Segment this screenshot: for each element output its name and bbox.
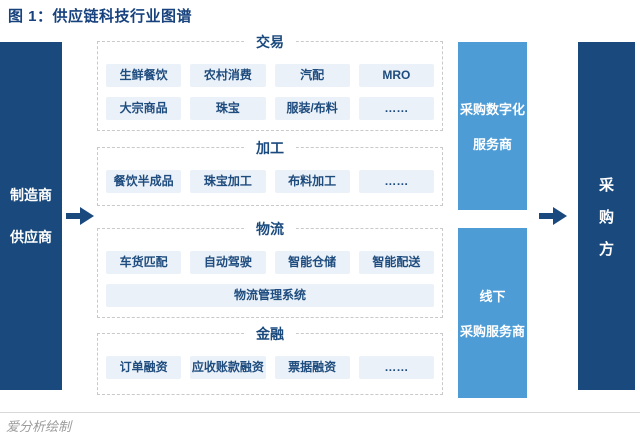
pill-row: 生鲜餐饮 农村消费 汽配 MRO (106, 64, 434, 87)
category-pill: 农村消费 (190, 64, 266, 87)
category-pill: …… (358, 170, 434, 193)
section-title: 物流 (244, 220, 296, 238)
category-pill: 珠宝加工 (190, 170, 266, 193)
section-title: 交易 (244, 33, 296, 51)
supplier-bar: 制造商 供应商 (0, 42, 62, 390)
category-pill: …… (358, 97, 434, 120)
category-pill: 餐饮半成品 (106, 170, 182, 193)
digital-procurement-bar: 采购数字化 服务商 (458, 42, 527, 210)
pill-row: 订单融资 应收账款融资 票据融资 …… (106, 356, 434, 379)
category-pill: 服装/布料 (274, 97, 350, 120)
section-title: 加工 (244, 139, 296, 157)
category-pill-wide: 物流管理系统 (106, 284, 434, 307)
category-pill: 票据融资 (274, 356, 350, 379)
arrow-right-icon (66, 207, 94, 225)
category-pill: 汽配 (274, 64, 350, 87)
category-pill: 车货匹配 (106, 251, 182, 274)
digital-procurement-label: 采购数字化 (459, 102, 525, 117)
digital-procurement-label: 服务商 (472, 137, 512, 152)
supplier-bar-label: 制造商 (10, 187, 52, 203)
page-title: 图 1：供应链科技行业图谱 (8, 8, 193, 25)
pill-row: 餐饮半成品 珠宝加工 布料加工 …… (106, 170, 434, 193)
buyer-bar-char: 采 (598, 176, 614, 194)
category-pill: 智能配送 (358, 251, 434, 274)
section-finance: 金融 订单融资 应收账款融资 票据融资 …… (97, 325, 443, 395)
category-pill: 订单融资 (106, 356, 182, 379)
buyer-bar: 采 购 方 (578, 42, 635, 390)
offline-procurement-label: 采购服务商 (459, 324, 525, 339)
section-processing: 加工 餐饮半成品 珠宝加工 布料加工 …… (97, 139, 443, 206)
category-pill: 应收账款融资 (190, 356, 266, 379)
footer-divider (0, 412, 640, 413)
offline-procurement-bar: 线下 采购服务商 (458, 228, 527, 398)
category-pill: 生鲜餐饮 (106, 64, 182, 87)
pill-row: 物流管理系统 (106, 284, 434, 307)
section-logistics: 物流 车货匹配 自动驾驶 智能仓储 智能配送 物流管理系统 (97, 220, 443, 318)
pill-row: 车货匹配 自动驾驶 智能仓储 智能配送 (106, 251, 434, 274)
supplier-bar-label: 供应商 (10, 229, 52, 245)
footer-credit: 爱分析绘制 (6, 419, 72, 434)
category-pill: 大宗商品 (106, 97, 182, 120)
arrow-right-icon (539, 207, 567, 225)
section-trade: 交易 生鲜餐饮 农村消费 汽配 MRO 大宗商品 珠宝 服装/布料 …… (97, 33, 443, 131)
category-pill: …… (358, 356, 434, 379)
pill-row: 大宗商品 珠宝 服装/布料 …… (106, 97, 434, 120)
buyer-bar-char: 方 (598, 240, 614, 258)
category-pill: 自动驾驶 (190, 251, 266, 274)
category-pill: 布料加工 (274, 170, 350, 193)
offline-procurement-label: 线下 (479, 289, 506, 304)
category-pill: 珠宝 (190, 97, 266, 120)
section-title: 金融 (244, 325, 296, 343)
category-pill: MRO (358, 64, 434, 87)
category-pill: 智能仓储 (274, 251, 350, 274)
buyer-bar-char: 购 (598, 208, 614, 226)
